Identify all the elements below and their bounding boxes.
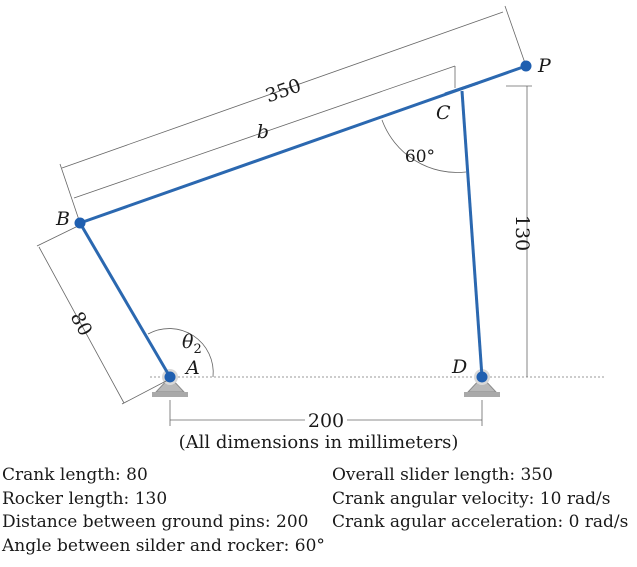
spec-list: Crank length: 80 Overall slider length: … [2, 464, 636, 558]
point-label-d: D [451, 356, 467, 378]
crank-link-ab [78, 222, 172, 378]
point-label-p: P [537, 55, 552, 77]
rocker-link-dc [460, 90, 484, 378]
dimension-b [73, 65, 456, 199]
point-label-b: B [55, 208, 70, 230]
angle-arc-theta2 [147, 328, 214, 378]
spec-angular-velocity: Crank angular velocity: 10 rad/s [332, 488, 611, 509]
spec-row: Distance between ground pins: 200 Crank … [2, 511, 636, 535]
spec-slider-rocker-angle: Angle between silder and rocker: 60° [2, 535, 325, 556]
pin-b [74, 217, 86, 229]
spec-crank-length: Crank length: 80 [2, 465, 148, 485]
dimension-200-label: 200 [308, 410, 344, 432]
mechanism-diagram: 350 b 80 130 200 60° θ2 A B C D P [36, 5, 605, 432]
spec-slider-length: Overall slider length: 350 [332, 465, 553, 485]
spec-row: Rocker length: 130 Crank angular velocit… [2, 488, 636, 512]
dimension-130-label: 130 [511, 215, 533, 251]
angle-arc-60 [381, 119, 467, 173]
dimension-350 [59, 5, 527, 224]
angle-60-label: 60° [405, 147, 435, 167]
slider-collar-c [444, 81, 479, 96]
theta2-label: θ2 [182, 331, 202, 357]
dimension-350-label: 350 [263, 75, 305, 108]
pin-a [164, 371, 176, 383]
diagram-caption: (All dimensions in millimeters) [178, 432, 459, 453]
spec-angular-acceleration: Crank agular acceleration: 0 rad/s [332, 512, 629, 532]
spec-row: Angle between silder and rocker: 60° [2, 535, 636, 559]
dimension-b-label: b [257, 121, 269, 143]
spec-ground-distance: Distance between ground pins: 200 [2, 512, 309, 532]
point-label-c: C [436, 102, 451, 124]
spec-row: Crank length: 80 Overall slider length: … [2, 464, 636, 488]
dimension-80-label: 80 [66, 308, 97, 340]
dimension-130 [506, 85, 532, 377]
dimension-80 [36, 225, 169, 405]
spec-empty [332, 535, 636, 559]
pin-p [520, 60, 532, 72]
pin-d [476, 371, 488, 383]
spec-rocker-length: Rocker length: 130 [2, 488, 168, 509]
point-label-a: A [184, 357, 200, 379]
theta2-subscript: 2 [193, 342, 201, 357]
